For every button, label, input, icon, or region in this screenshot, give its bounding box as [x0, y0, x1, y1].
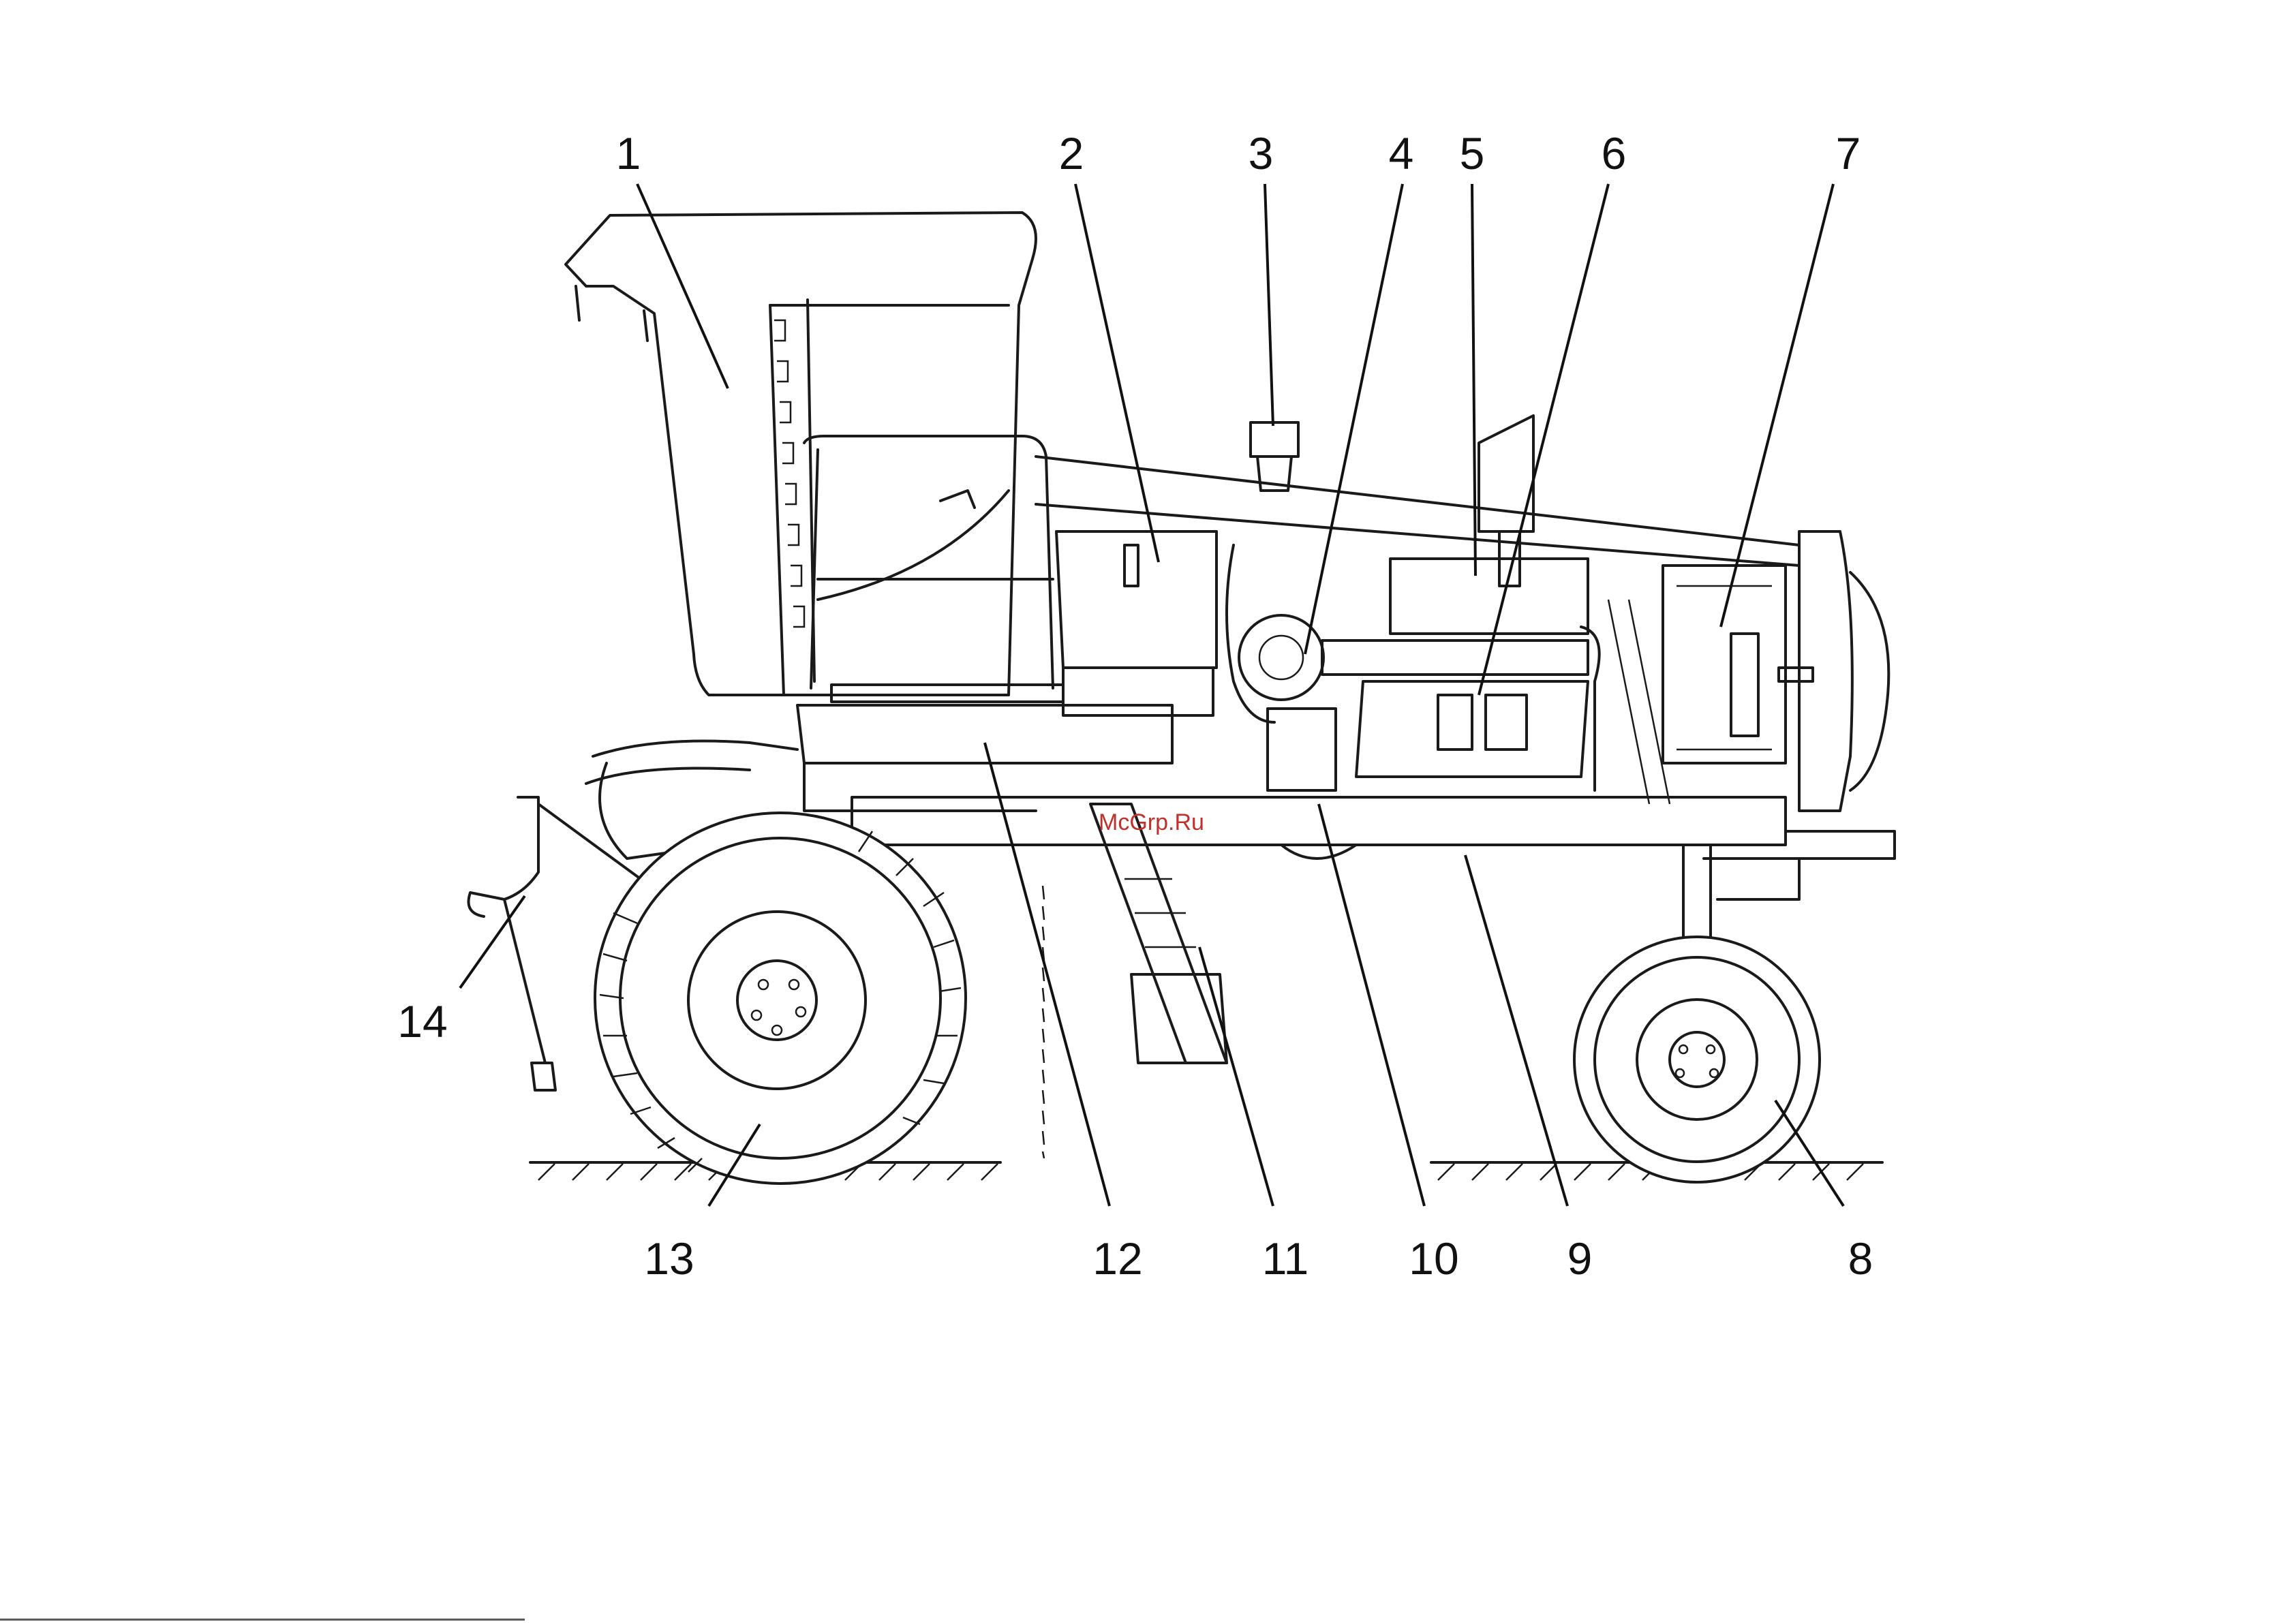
leader-9 [1465, 855, 1567, 1206]
leader-4 [1305, 184, 1403, 654]
leader-7 [1721, 184, 1833, 627]
callout-3: 3 [1249, 128, 1274, 179]
leader-11 [1199, 947, 1273, 1206]
callout-9: 9 [1567, 1233, 1593, 1284]
callout-12: 12 [1092, 1233, 1142, 1284]
leader-2 [1075, 184, 1159, 562]
leader-8 [1775, 1100, 1843, 1206]
callout-4: 4 [1389, 128, 1414, 179]
hydraulic-tank [1056, 531, 1216, 715]
callout-8: 8 [1848, 1233, 1873, 1284]
callout-14: 14 [397, 996, 447, 1047]
exhaust-stack [1479, 416, 1533, 586]
callout-1: 1 [616, 128, 641, 179]
callout-10: 10 [1409, 1233, 1458, 1284]
callout-13: 13 [644, 1233, 694, 1284]
step-ladder [1090, 804, 1227, 1063]
callout-6: 6 [1602, 128, 1627, 179]
engine [1227, 545, 1670, 804]
leader-12 [985, 743, 1109, 1206]
radiator [1663, 566, 1786, 763]
front-wheel [1574, 845, 1820, 1182]
callout-5: 5 [1460, 128, 1485, 179]
rear-wheel [595, 813, 966, 1184]
leader-5 [1472, 184, 1475, 576]
watermark: McGrp.Ru [1099, 809, 1204, 835]
cab [566, 213, 1036, 695]
air-precleaner [1251, 422, 1298, 491]
leader-3 [1265, 184, 1273, 426]
leader-10 [1319, 804, 1424, 1206]
callout-7: 7 [1836, 128, 1861, 179]
callout-2: 2 [1059, 128, 1084, 179]
callout-11: 11 [1262, 1233, 1309, 1284]
chain [1043, 886, 1044, 1158]
